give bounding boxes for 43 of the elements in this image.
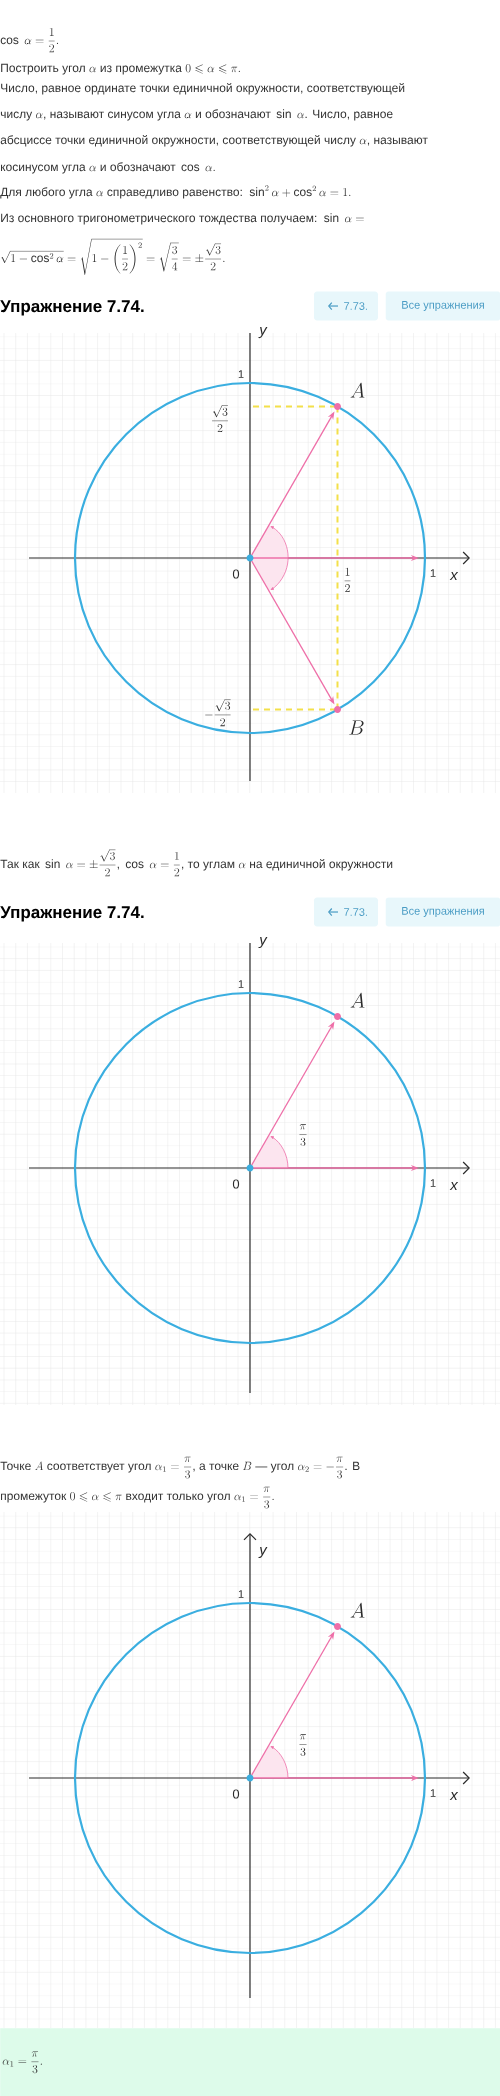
answer-box: $\alpha_1=\frac{\pi}{3}.$ <box>0 2028 500 2096</box>
axis-label: x <box>449 1792 459 1800</box>
formula-line: $\text{Для любого угла }\alpha\text{ справедливо равенство: }\sin^2\alpha+\cos^2\alpha=1.$ <box>0 185 351 199</box>
formula-line: $\text{Точке }A\text{ соответствует угол }\alpha_1=\frac{\pi}{3}\text{, а точке }B\text{ — угол }\alpha_2=-\frac{\pi}{3}\text{. В}$ <box>0 1456 360 1479</box>
tick-label: 1 <box>430 569 436 577</box>
angle-label: $\frac{\pi}{3}$ <box>299 1124 307 1146</box>
axis-label: x <box>449 1182 459 1190</box>
all-exercises-button: Все упражнения <box>385 291 500 321</box>
angle-label: $\frac{\pi}{3}$ <box>299 1734 307 1756</box>
coordinate-label: $-\frac{\sqrt{3}}{2}$ <box>205 699 231 727</box>
text-line: Число, равное ординате точки единичной окружности, соответствующей <box>1 83 405 95</box>
coordinate-label: $\frac{1}{2}$ <box>344 567 351 593</box>
tick-label: 1 <box>238 980 244 988</box>
all-exercises-button: Все упражнения <box>385 897 500 927</box>
formula-line: $\text{Из основного тригонометрического тождества получаем: }\sin\ \alpha=$ <box>1 213 364 225</box>
tick-label: 0 <box>232 1789 240 1799</box>
tick-label: 1 <box>430 1789 436 1797</box>
formula-line: $\text{числу }\alpha\text{, называют синусом угла }\alpha\text{ и обозначают }\sin\ \alpha\text{. Число, равное}$ <box>0 109 393 121</box>
formula-line: $\text{промежуток }0\leqslant\alpha\leqslant\pi\text{ входит только угол }\alpha_1=\frac{\pi}{3}.$ <box>1 1486 274 1509</box>
back-button: 7.73. <box>314 291 378 321</box>
formula-line: $\cos\ \alpha=\frac{1}{2}.$ <box>0 27 59 53</box>
tick-label: 0 <box>232 1179 240 1189</box>
point-label: $A$ <box>350 382 365 398</box>
exercise-heading: Упражнение 7.74. <box>0 906 144 922</box>
axis-label: y <box>258 327 268 339</box>
axis-label: y <box>258 937 268 949</box>
tick-label: 1 <box>430 1179 436 1187</box>
point-label: $A$ <box>350 992 365 1008</box>
point-label: $A$ <box>350 1602 365 1618</box>
tick-label: 1 <box>238 1590 244 1598</box>
axis-label: y <box>258 1547 268 1559</box>
point-label: $B$ <box>349 720 364 735</box>
back-button: 7.73. <box>314 897 378 927</box>
formula-line: $\sqrt{1-\cos^2\alpha}=\sqrt{1-\left(\frac{1}{2}\right)^2}=\sqrt{\frac{3}{4}}=\pm\frac{\sqrt{3}}{2}.$ <box>1 238 225 275</box>
coordinate-label: $\frac{\sqrt{3}}{2}$ <box>212 405 228 433</box>
formula-line: $\text{абсциссе точки единичной окружности, соответствующей числу }\alpha\text{, называют}$ <box>0 135 428 147</box>
tick-label: 1 <box>238 370 244 378</box>
tick-label: 0 <box>232 569 240 579</box>
axis-label: x <box>449 572 459 580</box>
formula-line: $\text{Построить угол }\alpha\text{ из промежутка }0\leqslant\alpha\leqslant\pi.$ <box>1 63 240 75</box>
formula-line: $\text{косинусом угла }\alpha\text{ и обозначают }\cos\ \alpha.$ <box>1 162 215 174</box>
formula-line: $\text{Так как }\sin\ \alpha=\pm\frac{\sqrt{3}}{2}\text{, }\cos\ \alpha=\frac{1}{2}\text{, то углам }\alpha\text{ на единичной окружности}$ <box>0 849 393 877</box>
exercise-heading: Упражнение 7.74. <box>0 300 144 316</box>
